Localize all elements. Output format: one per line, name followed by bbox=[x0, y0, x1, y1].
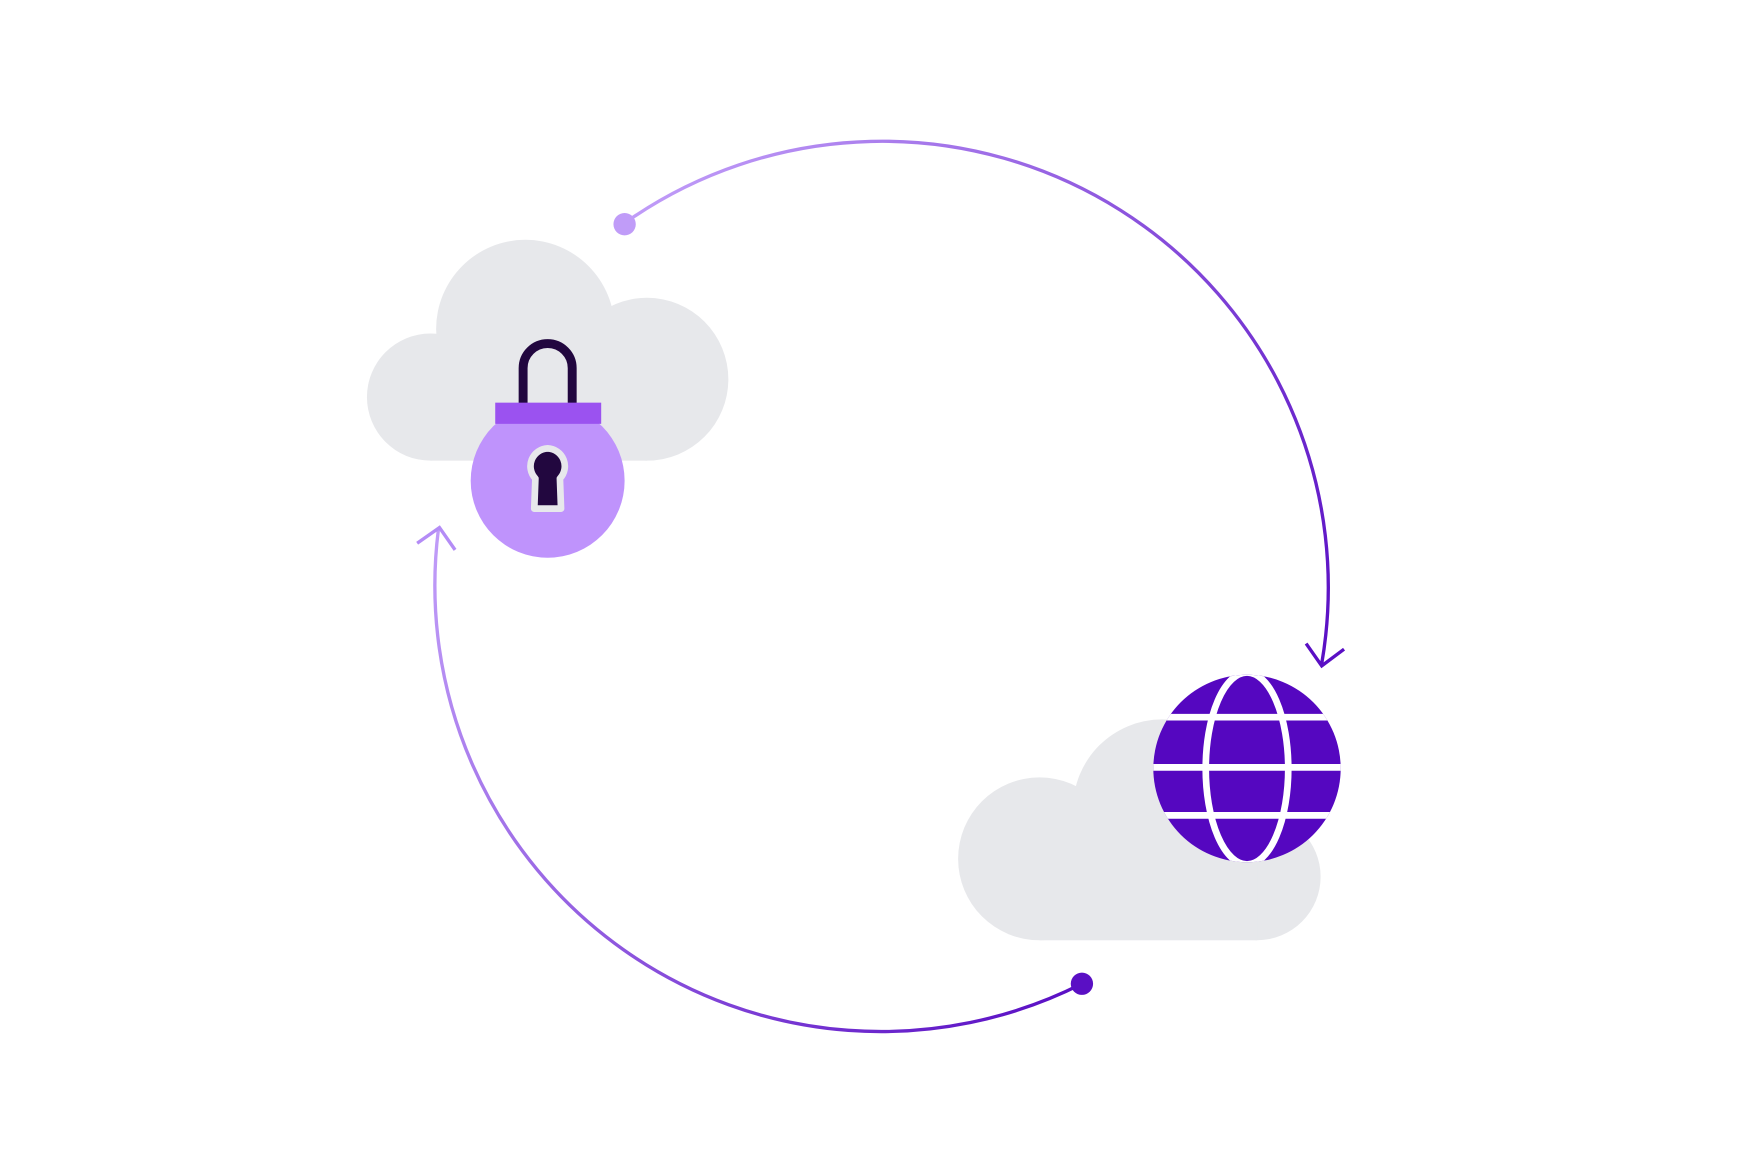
arrow-to-lock bbox=[416, 525, 1094, 1034]
arc-top bbox=[623, 139, 1330, 664]
arrowhead-icon bbox=[1304, 642, 1346, 669]
cloud-icon bbox=[958, 719, 1321, 941]
arc-start-dot bbox=[1070, 972, 1094, 995]
padlock-icon bbox=[470, 339, 625, 558]
globe-icon bbox=[1153, 674, 1341, 863]
arc-bottom bbox=[433, 529, 1083, 1034]
arrow-to-globe bbox=[613, 139, 1346, 669]
arrowhead-icon bbox=[416, 525, 457, 551]
arc-start-dot bbox=[613, 213, 636, 236]
